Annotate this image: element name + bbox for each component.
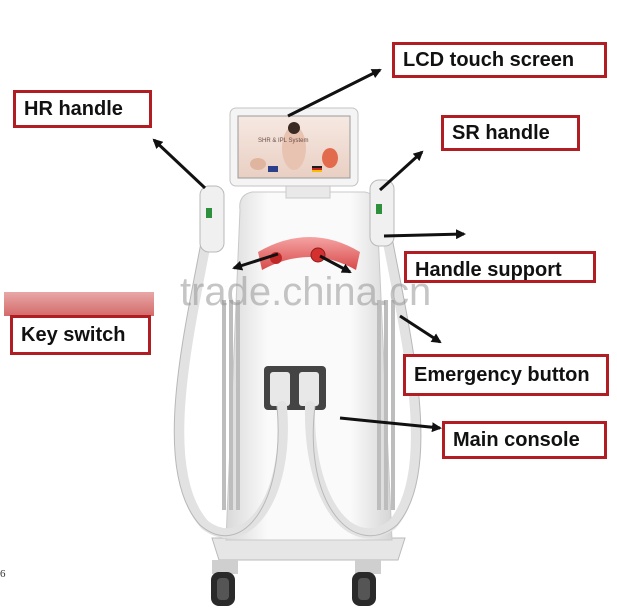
handle-cables: [174, 227, 421, 539]
sr-handle-icon: [369, 179, 395, 247]
arrow-emergency-button: [399, 314, 442, 344]
label-lcd-touch-screen: LCD touch screen: [392, 42, 607, 78]
arrow-hr-handle: [152, 138, 207, 190]
handle-holder: [264, 366, 326, 410]
wheel-icon: [211, 572, 235, 606]
watermark: trade.china.cn: [180, 270, 432, 314]
label-key-switch: Key switch: [10, 315, 151, 355]
label-sr-handle: SR handle: [441, 115, 580, 151]
arrow-sr-handle: [378, 150, 424, 192]
label-hr-handle: HR handle: [13, 90, 152, 128]
corner-mark: 6: [0, 568, 6, 580]
lcd-screen: [229, 107, 359, 187]
arrow-main-console: [339, 416, 442, 433]
arrow-key-switch-2: [319, 254, 352, 274]
arrow-handle-support: [383, 229, 466, 240]
label-main-console: Main console: [442, 421, 607, 459]
wheel-icon: [352, 572, 376, 606]
label-emergency-button: Emergency button: [403, 354, 609, 396]
banner-strip: [4, 292, 154, 316]
arrow-key-switch: [232, 252, 279, 271]
screen-title: SHR & IPL System: [258, 138, 309, 144]
hr-handle-icon: [199, 185, 225, 253]
label-handle-support: Handle support: [404, 251, 596, 283]
arrow-lcd-touch-screen: [287, 68, 382, 118]
device-base: [211, 537, 406, 574]
